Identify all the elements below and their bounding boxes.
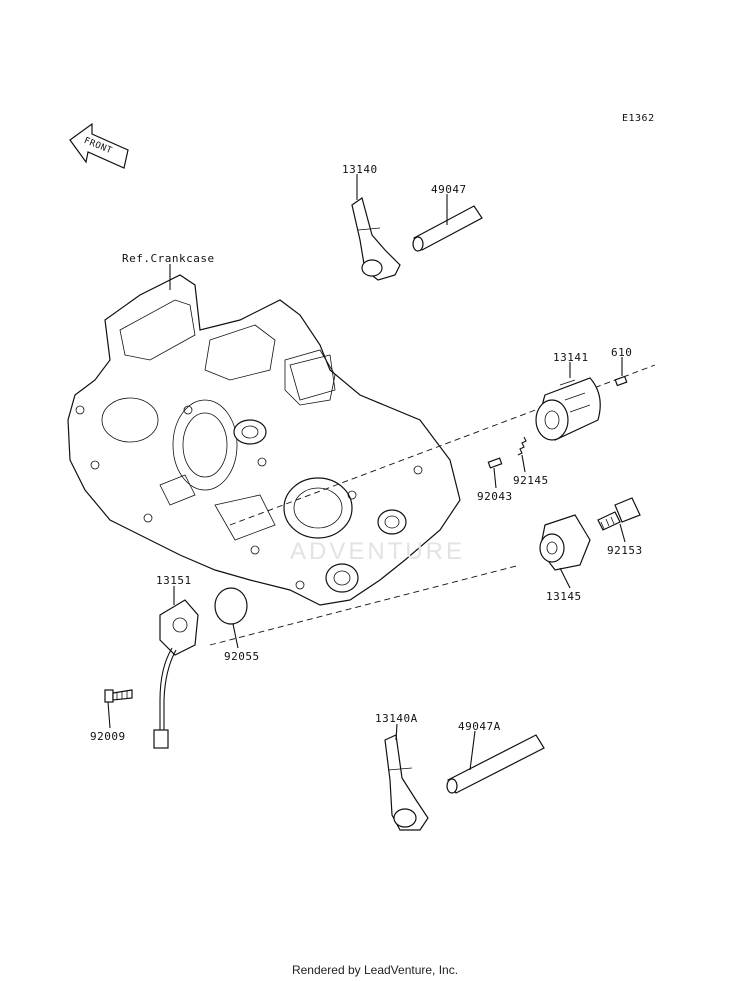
crankcase-illustration <box>67 274 461 606</box>
watermark: ADVENTURE <box>290 538 466 565</box>
part-label-13145: 13145 <box>546 590 582 603</box>
shift-fork-13140 <box>351 197 401 281</box>
part-label-13140: 13140 <box>342 163 378 176</box>
part-label-92009: 92009 <box>90 730 126 743</box>
part-label-92043: 92043 <box>477 490 513 503</box>
pin-92043 <box>487 457 503 469</box>
axis-line-shift-drum <box>229 364 656 526</box>
ref-crankcase-label: Ref.Crankcase <box>122 252 215 265</box>
part-label-49047A: 49047A <box>458 720 501 733</box>
part-label-92055: 92055 <box>224 650 260 663</box>
shaft-49047A <box>446 734 545 794</box>
bolt-92153 <box>597 497 641 531</box>
pin-610 <box>614 375 628 387</box>
part-label-49047: 49047 <box>431 183 467 196</box>
sensor-13151 <box>153 599 199 749</box>
shaft-49047 <box>412 205 483 252</box>
spring-92145 <box>517 436 527 456</box>
part-label-13141: 13141 <box>553 351 589 364</box>
shift-fork-13140A <box>384 734 429 831</box>
part-label-610: 610 <box>611 346 633 359</box>
part-label-13140A: 13140A <box>375 712 418 725</box>
part-label-92145: 92145 <box>513 474 549 487</box>
diagram-code: E1362 <box>622 113 655 124</box>
shift-cam-13145 <box>539 514 591 571</box>
leader-lines <box>107 174 626 771</box>
footer-credit: Rendered by LeadVenture, Inc. <box>291 963 459 977</box>
front-arrow-icon <box>69 122 129 169</box>
part-label-13151: 13151 <box>156 574 192 587</box>
o-ring-92055 <box>214 587 248 625</box>
screw-92009 <box>104 689 133 703</box>
axis-line-shaft <box>209 564 521 646</box>
shift-drum-13141 <box>535 377 601 441</box>
part-label-92153: 92153 <box>607 544 643 557</box>
